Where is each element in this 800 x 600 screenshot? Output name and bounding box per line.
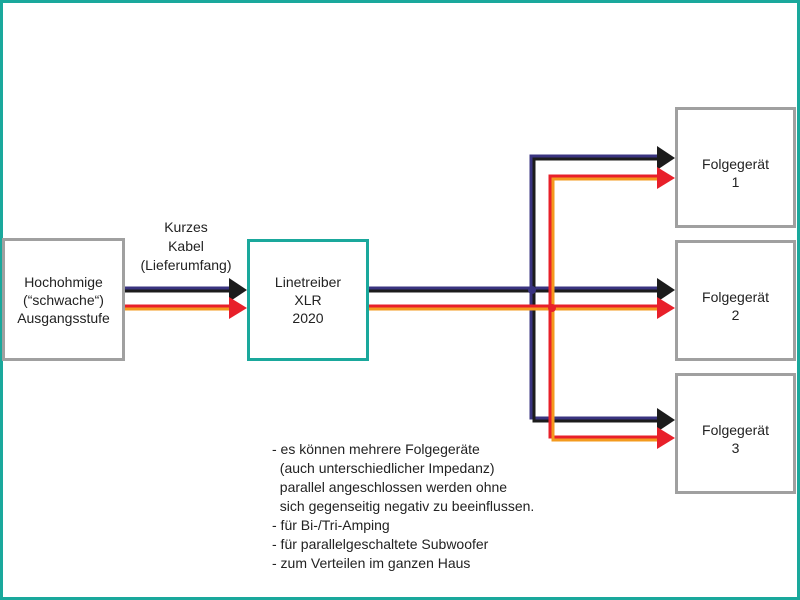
arrowhead-red-dev3 — [657, 427, 675, 449]
arrowhead-dark-driver — [229, 278, 247, 302]
junction-dot-red — [548, 304, 556, 312]
note-line: sich gegenseitig negativ zu beeinflussen… — [272, 498, 535, 514]
device-1-box: Folgegerät 1 — [675, 107, 796, 228]
arrowhead-red-dev1 — [657, 167, 675, 189]
line-driver-box: Linetreiber XLR 2020 — [247, 239, 369, 361]
short-cable-dark — [125, 278, 247, 302]
note-line: - für parallelgeschaltete Subwoofer — [272, 536, 489, 552]
junction-dot-dark — [528, 286, 536, 294]
arrowhead-dark-dev3 — [657, 408, 675, 432]
device-3-label: Folgegerät 3 — [702, 422, 769, 456]
device-1-label: Folgegerät 1 — [702, 156, 769, 190]
source-stage-box: Hochohmige (“schwache“) Ausgangsstufe — [2, 238, 125, 361]
source-stage-label: Hochohmige (“schwache“) Ausgangsstufe — [17, 273, 110, 326]
note-line: (auch unterschiedlicher Impedanz) — [272, 460, 495, 476]
arrowhead-dark-dev2 — [657, 278, 675, 302]
device-2-label: Folgegerät 2 — [702, 289, 769, 323]
output-bus-dark — [369, 146, 675, 432]
arrowhead-dark-dev1 — [657, 146, 675, 170]
device-2-box: Folgegerät 2 — [675, 240, 796, 361]
short-cable-label: Kurzes Kabel (Lieferumfang) — [140, 219, 232, 273]
short-cable-red — [125, 297, 247, 319]
note-line: - es können mehrere Folgegeräte — [272, 441, 480, 457]
note-line: - zum Verteilen im ganzen Haus — [272, 555, 471, 571]
note-line: - für Bi-/Tri-Amping — [272, 517, 390, 533]
output-bus-red — [369, 167, 675, 449]
arrowhead-red-dev2 — [657, 297, 675, 319]
note-line: parallel angeschlossen werden ohne — [272, 479, 508, 495]
notes-list: - es können mehrere Folgegeräte (auch un… — [272, 440, 534, 573]
arrowhead-red-driver — [229, 297, 247, 319]
device-3-box: Folgegerät 3 — [675, 373, 796, 494]
line-driver-label: Linetreiber XLR 2020 — [274, 274, 342, 326]
